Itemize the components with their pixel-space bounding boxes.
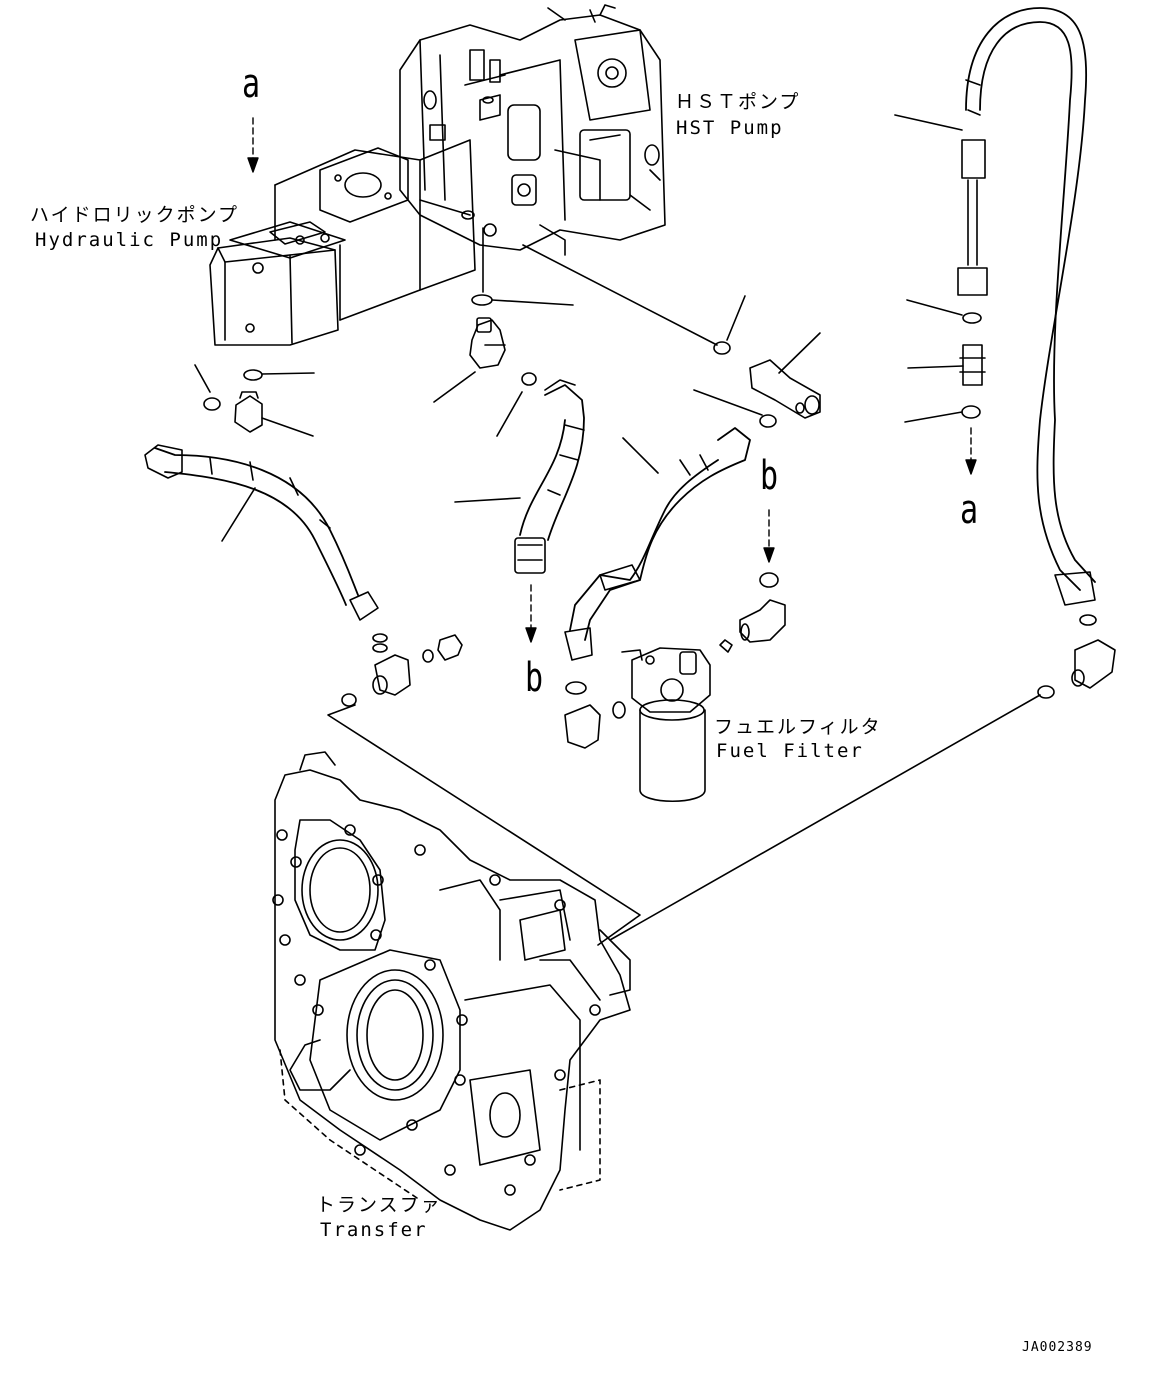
arrows (247, 117, 977, 643)
callout-a-right: a (960, 487, 979, 533)
fuel-filter-label-jp: フュエルフィルタ (714, 716, 882, 738)
fuel-filter (621, 647, 711, 803)
hst-pump-label-en: HST Pump (676, 117, 784, 139)
hydraulic-pump-label-en: Hydraulic Pump (35, 229, 224, 251)
transfer-case (272, 751, 631, 1231)
leader-lines-fittings (194, 299, 964, 542)
callout-b-center: b (525, 655, 544, 701)
fuel-filter-label-en: Fuel Filter (716, 740, 864, 762)
leader-lines-transfer (327, 694, 1041, 946)
hose-center-long (564, 427, 751, 661)
elbow-fittings (234, 317, 1116, 749)
leader-lines-pump (482, 114, 963, 416)
hose-right-long (957, 7, 1096, 606)
hst-pump-label-jp: ＨＳＴポンプ (675, 91, 801, 113)
hose-center-short (514, 379, 585, 574)
drawing-code: JA002389 (1022, 1340, 1093, 1355)
transfer-label-en: Transfer (320, 1219, 428, 1241)
transfer-label-jp: トランスファ (316, 1194, 442, 1216)
o-rings (203, 294, 1097, 719)
hydraulic-pump-assembly (209, 4, 666, 346)
callout-b-right: b (760, 453, 779, 499)
callout-a-top: a (242, 61, 261, 107)
hose-left (144, 444, 379, 621)
hydraulic-pump-label-jp: ハイドロリックポンプ (30, 204, 240, 226)
